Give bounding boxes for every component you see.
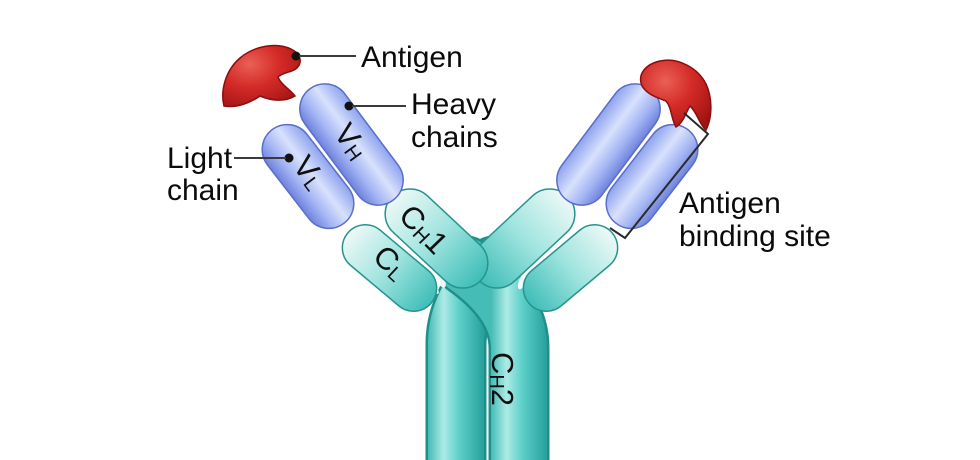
light-chain-label-line1: Light	[167, 142, 233, 175]
light-chain-pointer-dot	[284, 153, 294, 163]
antigen-pointer-dot	[291, 51, 301, 61]
antigen-label: Antigen	[361, 41, 463, 74]
ch2-domain-label: CH2	[485, 352, 521, 406]
antigen-shape-left	[222, 44, 301, 108]
vh-domain-left	[299, 83, 404, 206]
heavy-chains-label-line2: chains	[411, 121, 498, 154]
binding-site-label-line1: Antigen	[679, 187, 781, 220]
cl-domain-left	[341, 224, 438, 312]
cl-domain-right	[522, 224, 619, 312]
light-chain-label-line2: chain	[167, 174, 239, 207]
binding-site-bracket	[609, 112, 710, 240]
vl-domain-right	[605, 123, 699, 230]
heavy-chains-label-line1: Heavy	[411, 88, 496, 121]
vl-domain-left	[261, 123, 355, 230]
binding-site-label-line2: binding site	[679, 220, 831, 253]
heavy-chain-pointer-dot	[344, 101, 354, 111]
antigen-shape-right	[639, 59, 712, 132]
